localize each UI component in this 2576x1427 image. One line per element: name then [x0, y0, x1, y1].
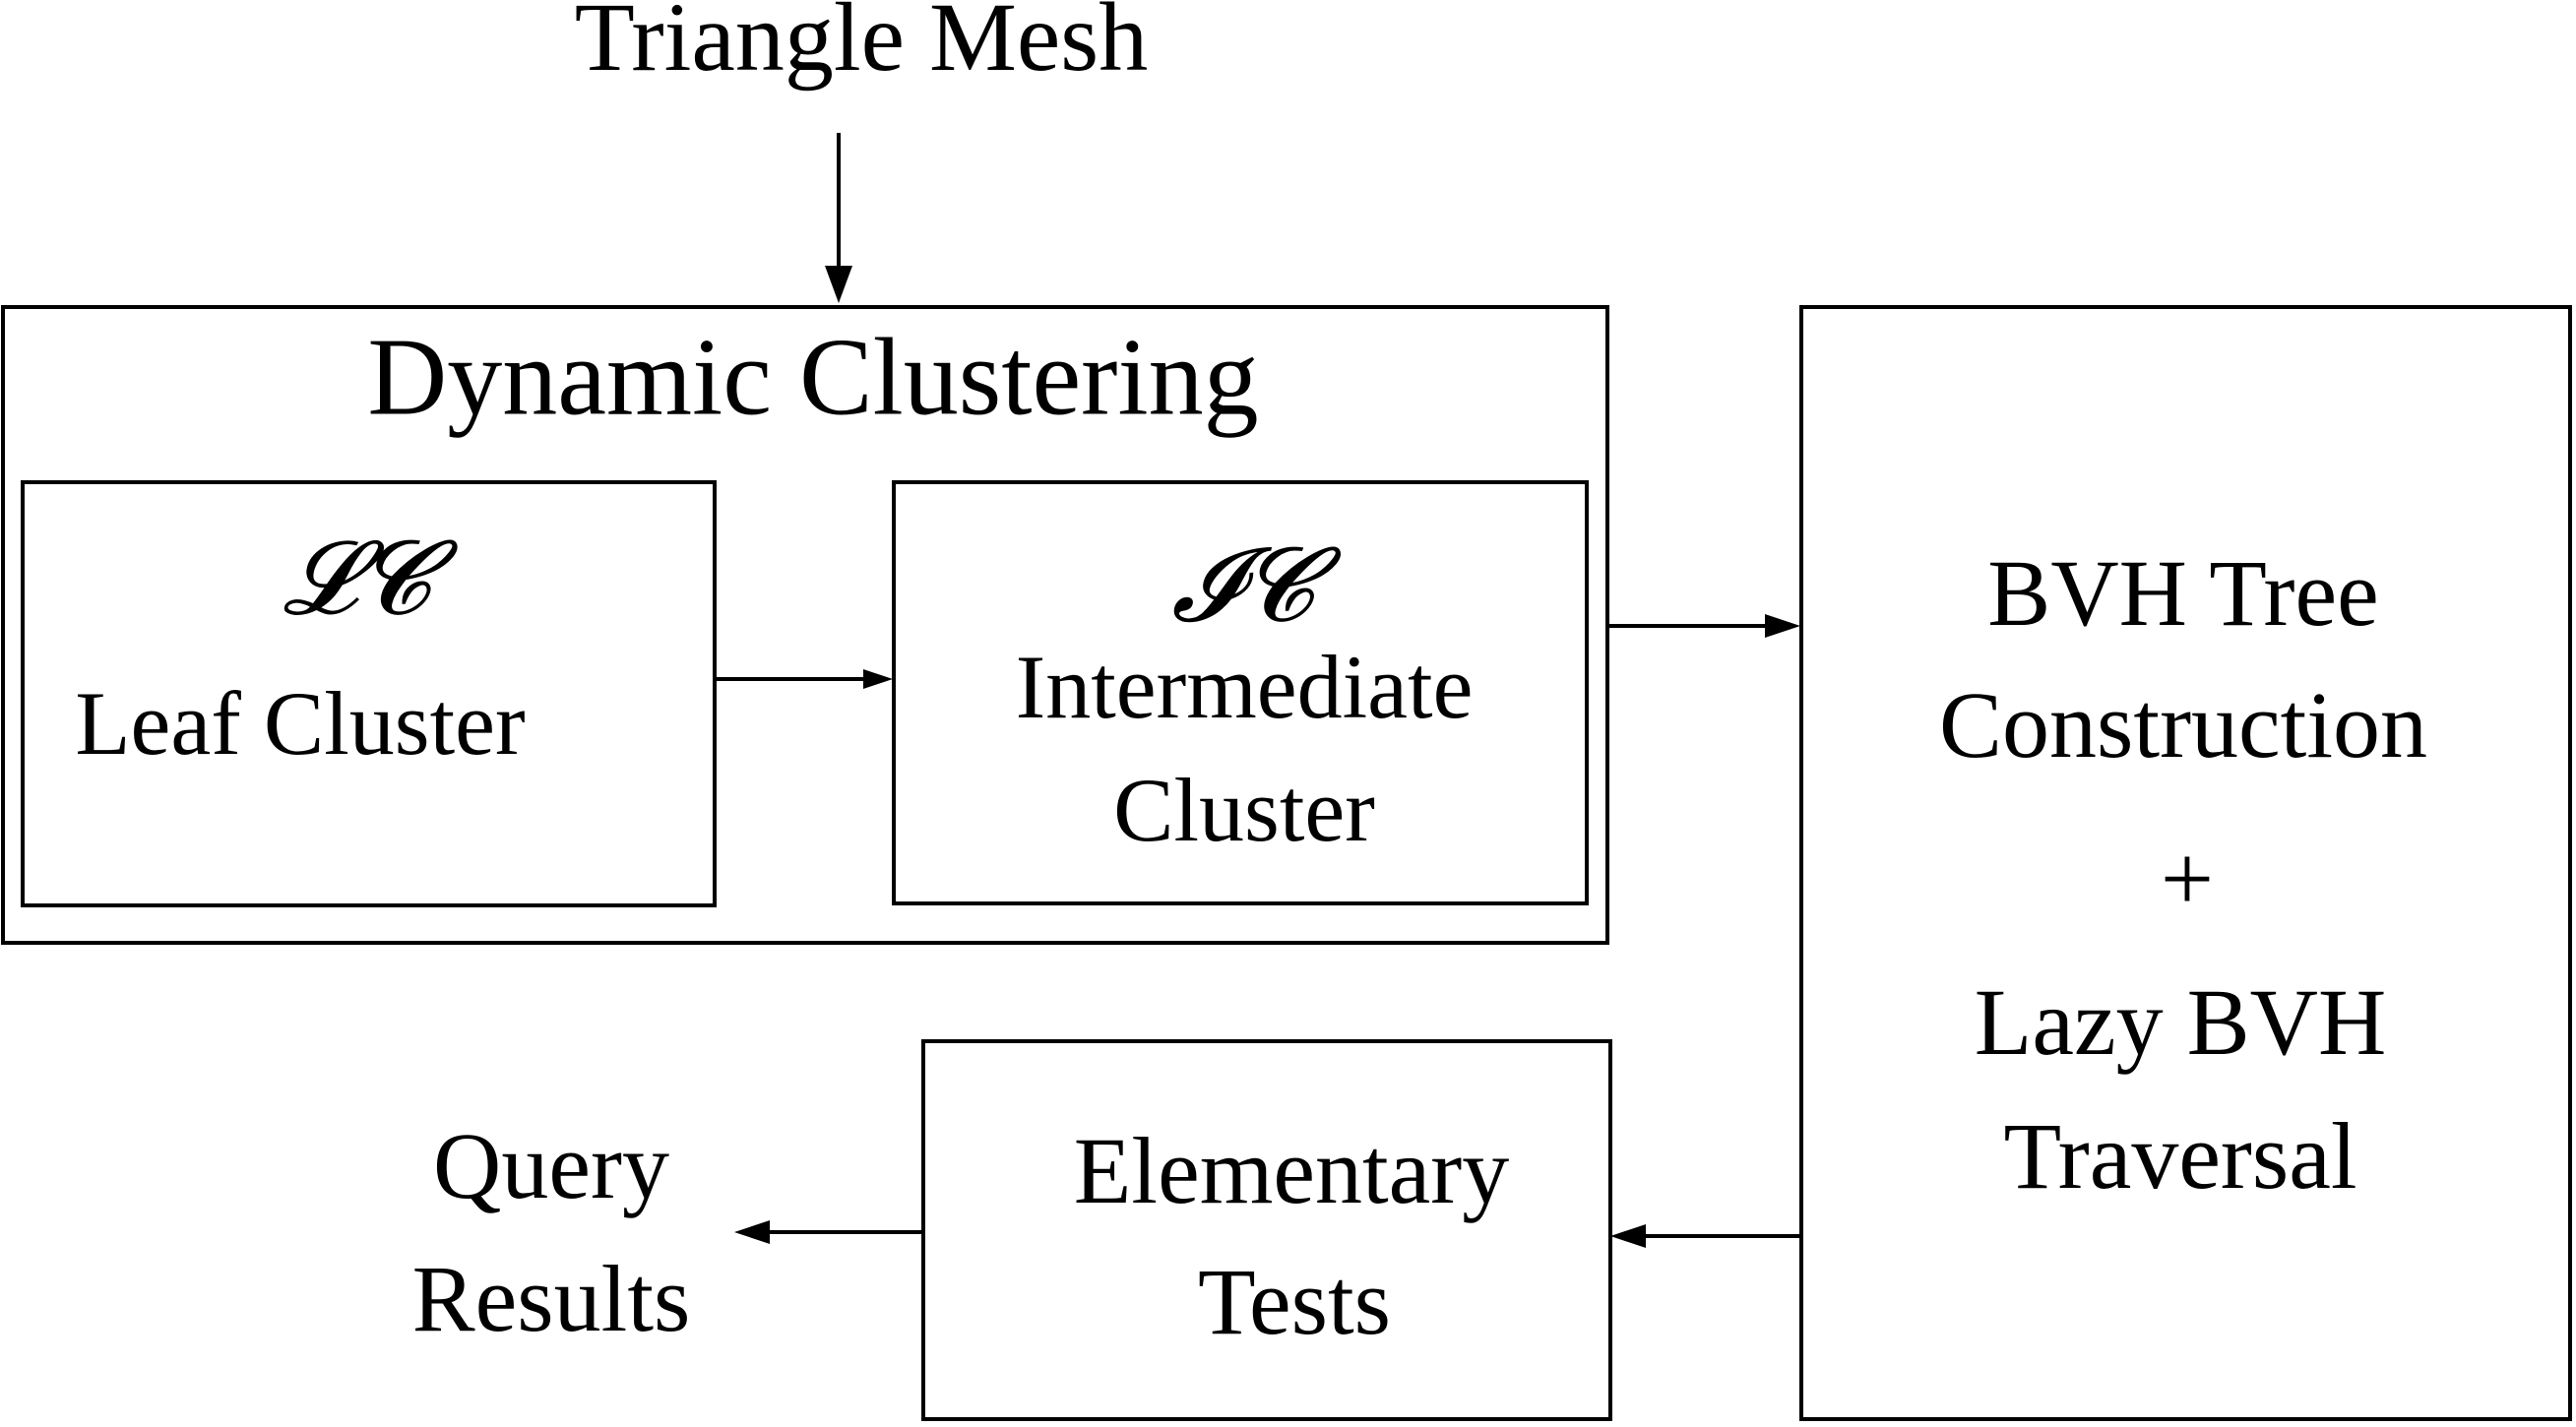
elementary-tests-line1: Elementary: [1074, 1118, 1509, 1223]
elementary-tests-line2: Tests: [1198, 1249, 1391, 1354]
bvh-line2: Construction: [1939, 672, 2427, 777]
leaf-cluster-symbol: 𝓛𝓒: [283, 518, 459, 638]
intermediate-cluster-box: [892, 480, 1589, 905]
arrow-tests-to-results-head: [734, 1220, 770, 1244]
dynamic-clustering-title: Dynamic Clustering: [367, 317, 1258, 439]
intermediate-cluster-label-line1: Intermediate: [1016, 637, 1474, 737]
bvh-plus-sign: +: [2161, 826, 2214, 931]
arrow-bvh-to-tests-head: [1610, 1224, 1646, 1248]
bvh-box: [1799, 305, 2572, 1421]
bvh-line4: Traversal: [2003, 1103, 2356, 1209]
arrow-mesh-to-clustering-head: [825, 266, 852, 303]
leaf-cluster-box: [21, 480, 717, 907]
query-results-line2: Results: [412, 1246, 691, 1351]
query-results-line1: Query: [433, 1113, 669, 1218]
triangle-mesh-label: Triangle Mesh: [575, 0, 1148, 92]
intermediate-cluster-label-line2: Cluster: [1113, 760, 1375, 860]
elementary-tests-box: [921, 1039, 1612, 1421]
bvh-line3: Lazy BVH: [1975, 969, 2387, 1075]
arrow-leaf-to-intermediate-head: [863, 669, 893, 689]
leaf-cluster-label: Leaf Cluster: [75, 673, 525, 774]
bvh-line1: BVH Tree: [1987, 540, 2378, 646]
arrow-clustering-to-bvh-head: [1765, 614, 1800, 638]
